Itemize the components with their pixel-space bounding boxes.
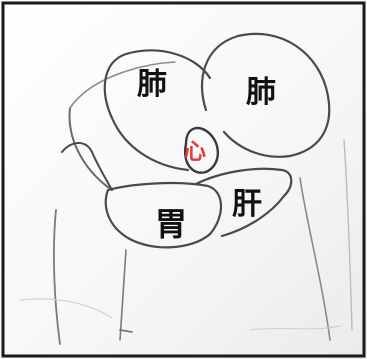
body-outline-left xyxy=(68,107,113,191)
heart-outline xyxy=(183,126,219,174)
lung-left-outline xyxy=(103,49,212,172)
faint-edge-line xyxy=(343,139,353,331)
base-tick xyxy=(119,329,133,333)
stomach-outline xyxy=(104,181,222,249)
trunk-right-line xyxy=(299,177,331,341)
lung-right-label: 肺 xyxy=(246,75,276,110)
lung-left-label: 肺 xyxy=(137,67,167,102)
liver-label: 肝 xyxy=(232,187,262,222)
heart-label: 心 xyxy=(184,140,207,165)
ghost-stroke xyxy=(19,298,113,319)
trunk-left-line xyxy=(53,209,61,345)
trunk-center-line xyxy=(119,249,127,341)
liver-outline xyxy=(194,167,293,238)
body-outline-hook xyxy=(61,142,113,191)
ghost-stroke xyxy=(249,325,341,331)
lung-right-outline xyxy=(200,32,331,158)
body-outline-top xyxy=(69,61,176,109)
stomach-label: 胃 xyxy=(155,205,188,243)
